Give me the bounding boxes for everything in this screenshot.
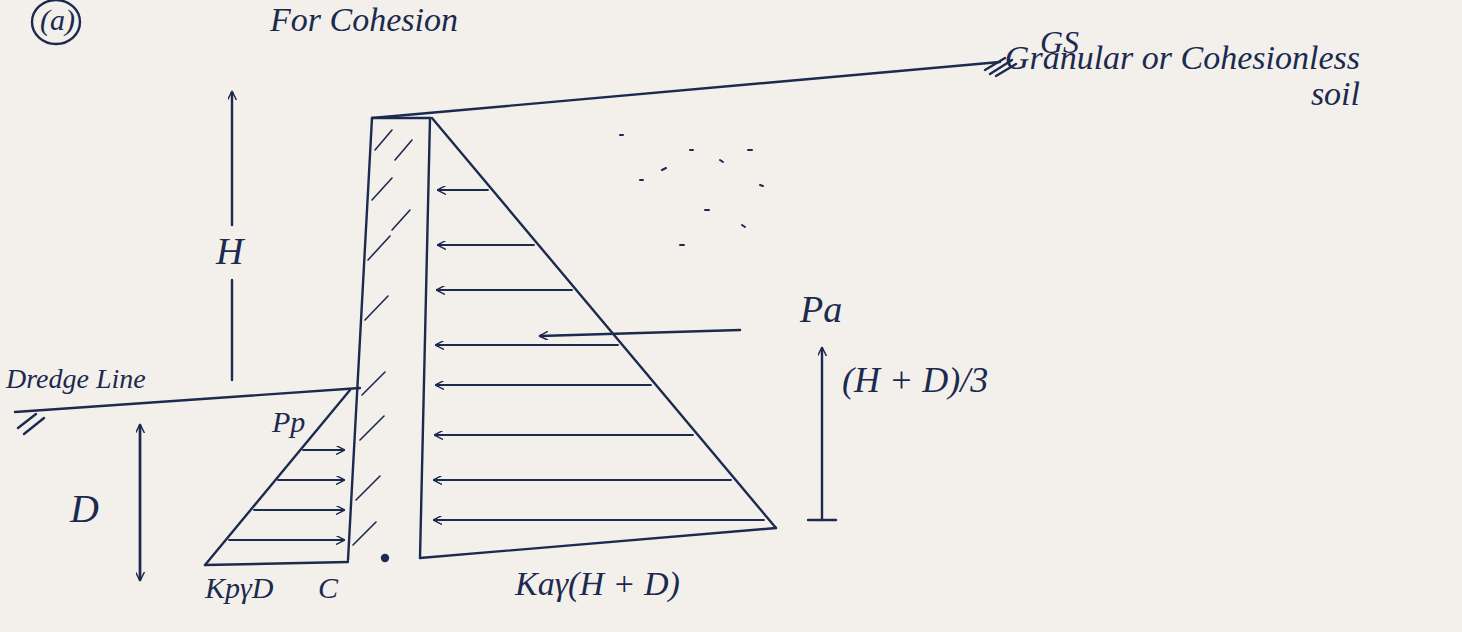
dredge-hatch (18, 414, 44, 434)
passive-pressure-line (205, 390, 350, 565)
ground-surface (372, 62, 1000, 118)
active-pressure-arrows (434, 190, 764, 520)
sketch-label: H (216, 232, 243, 272)
sketch-label: C (318, 572, 338, 604)
depth-arrow (139, 425, 141, 580)
active-pressure-line (432, 118, 776, 528)
depth-arrow (139, 425, 141, 580)
sketch-label: Dredge Line (6, 364, 146, 393)
sketch-label: Pa (800, 290, 842, 330)
sketch-label: Granular or Cohesionless soil (960, 40, 1360, 111)
sketch-label: Pp (272, 406, 305, 438)
passive-pressure-arrows (229, 450, 344, 540)
sketch-label: (a) (40, 4, 75, 36)
sketch-label: Kaγ(H + D) (515, 566, 680, 602)
pile-edge (420, 118, 430, 558)
sketch-label: KpγD (205, 572, 274, 604)
pile-hatch (353, 130, 412, 545)
sketch-label: D (70, 488, 99, 530)
soil-dots (620, 135, 763, 245)
height-arrow (231, 92, 233, 225)
active-pressure-base (420, 528, 776, 558)
dimension-arrow (821, 348, 823, 520)
pivot-dot (382, 555, 388, 561)
sketch-label: For Cohesion (270, 2, 458, 38)
resultant-arrow (540, 330, 740, 336)
label-circle (32, 0, 80, 44)
dimension-tick (808, 519, 836, 521)
pile-edge (348, 118, 372, 560)
passive-pressure-base (205, 562, 348, 565)
sketch-label: (H + D)/3 (842, 362, 988, 400)
pile-top (372, 117, 430, 119)
height-line (231, 280, 233, 380)
